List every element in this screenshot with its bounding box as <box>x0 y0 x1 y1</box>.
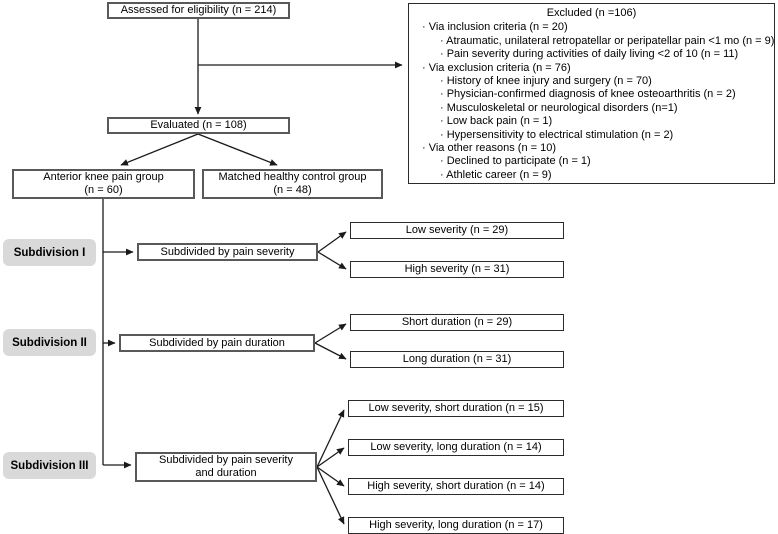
evaluated-box: Evaluated (n = 108) <box>107 117 290 134</box>
outcome-box-low-long: Low severity, long duration (n = 14) <box>348 439 564 456</box>
outcome-label: High severity (n = 31) <box>404 263 510 275</box>
excluded-box: Excluded (n =106) · Via inclusion criter… <box>408 3 775 184</box>
subdivision-3-criterion-line2: and duration <box>195 467 257 479</box>
outcome-label: Long duration (n = 31) <box>402 353 512 365</box>
excluded-item: · Musculoskeletal or neurological disord… <box>440 101 678 114</box>
outcome-label: High severity, short duration (n = 14) <box>367 480 545 492</box>
subdivision-1-label: Subdivision I <box>3 239 96 266</box>
control-group-line1: Matched healthy control group <box>218 171 367 183</box>
control-group-line2: (n = 48) <box>273 184 312 196</box>
excluded-item: · Physician-confirmed diagnosis of knee … <box>440 88 736 101</box>
subdivision-3-label-text: Subdivision III <box>10 459 89 472</box>
excluded-item: · Hypersensitivity to electrical stimula… <box>440 128 674 141</box>
outcome-label: Low severity, short duration (n = 15) <box>368 402 544 414</box>
subdivision-2-criterion-box: Subdivided by pain duration <box>119 334 315 352</box>
subdivision-1-criterion-box: Subdivided by pain severity <box>137 243 318 261</box>
outcome-box-short-duration: Short duration (n = 29) <box>350 314 564 331</box>
excluded-item: · Athletic career (n = 9) <box>440 168 552 181</box>
outcome-box-low-severity: Low severity (n = 29) <box>350 222 564 239</box>
subdivision-1-criterion: Subdivided by pain severity <box>160 245 295 258</box>
outcome-label: High severity, long duration (n = 17) <box>369 519 543 531</box>
excluded-item: · History of knee injury and surgery (n … <box>440 75 652 88</box>
outcome-box-low-short: Low severity, short duration (n = 15) <box>348 400 564 417</box>
outcome-box-high-short: High severity, short duration (n = 14) <box>348 478 564 495</box>
outcome-box-high-severity: High severity (n = 31) <box>350 261 564 278</box>
arrow-short-duration <box>314 323 347 344</box>
subdivision-3-criterion-line1: Subdivided by pain severity <box>159 454 293 466</box>
anterior-group-line1: Anterior knee pain group <box>43 171 164 183</box>
arrow-to-anterior-group <box>120 133 199 166</box>
excluded-item: · Declined to participate (n = 1) <box>440 155 591 168</box>
evaluated-label: Evaluated (n = 108) <box>150 119 247 131</box>
excluded-item: · Pain severity during activities of dai… <box>440 48 739 61</box>
outcome-label: Low severity, long duration (n = 14) <box>370 441 542 453</box>
arrow-high-short <box>316 466 345 487</box>
assessed-label: Assessed for eligibility (n = 214) <box>120 4 277 16</box>
anterior-group-box: Anterior knee pain group (n = 60) <box>12 169 195 199</box>
subdivision-3-label: Subdivision III <box>3 452 96 479</box>
arrow-high-severity <box>317 251 347 270</box>
arrow-low-severity <box>317 231 347 253</box>
excluded-item: · Atraumatic, unilateral retropatellar o… <box>440 34 775 47</box>
excluded-title: Excluded (n =106) <box>546 7 637 19</box>
arrow-to-control-group <box>197 133 278 166</box>
assessed-box: Assessed for eligibility (n = 214) <box>107 2 290 19</box>
arrow-high-long <box>316 466 345 525</box>
arrow-low-short <box>316 409 345 468</box>
outcome-box-long-duration: Long duration (n = 31) <box>350 351 564 368</box>
subdivision-2-label-text: Subdivision II <box>12 336 87 349</box>
subdivision-2-label: Subdivision II <box>3 329 96 356</box>
arrow-long-duration <box>314 342 347 360</box>
subdivision-2-criterion: Subdivided by pain duration <box>149 336 285 349</box>
outcome-box-high-long: High severity, long duration (n = 17) <box>348 517 564 534</box>
subdivision-1-label-text: Subdivision I <box>13 246 86 259</box>
anterior-group-line2: (n = 60) <box>84 184 123 196</box>
excluded-item: · Low back pain (n = 1) <box>440 115 553 128</box>
control-group-box: Matched healthy control group (n = 48) <box>202 169 383 199</box>
outcome-label: Short duration (n = 29) <box>401 316 513 328</box>
excluded-item: · Via inclusion criteria (n = 20) <box>422 21 568 34</box>
outcome-label: Low severity (n = 29) <box>405 224 509 236</box>
subdivision-3-criterion-box: Subdivided by pain severity and duration <box>135 452 317 482</box>
arrow-low-long <box>316 447 345 468</box>
excluded-item: · Via other reasons (n = 10) <box>422 142 557 155</box>
excluded-item: · Via exclusion criteria (n = 76) <box>422 61 571 74</box>
